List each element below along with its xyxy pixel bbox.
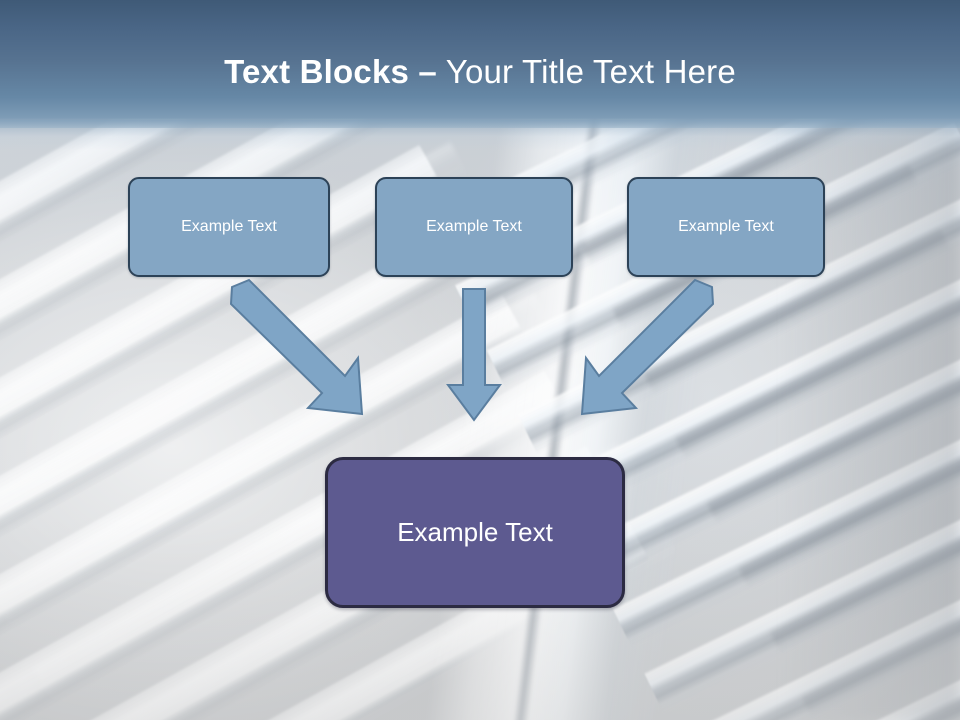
text-block-2-label: Example Text — [426, 218, 522, 235]
text-block-3[interactable]: Example Text — [627, 177, 825, 277]
title-banner — [0, 0, 960, 128]
text-block-result-label: Example Text — [397, 517, 553, 547]
page-title-bold: Text Blocks – — [224, 53, 437, 90]
text-block-2[interactable]: Example Text — [375, 177, 573, 277]
text-block-1-label: Example Text — [181, 218, 277, 235]
text-block-1[interactable]: Example Text — [128, 177, 330, 277]
text-block-3-label: Example Text — [678, 218, 774, 235]
text-block-result[interactable]: Example Text — [325, 457, 625, 608]
page-title: Text Blocks – Your Title Text Here — [0, 52, 960, 92]
page-title-light: Your Title Text Here — [436, 53, 736, 90]
title-banner-fade — [0, 120, 960, 150]
